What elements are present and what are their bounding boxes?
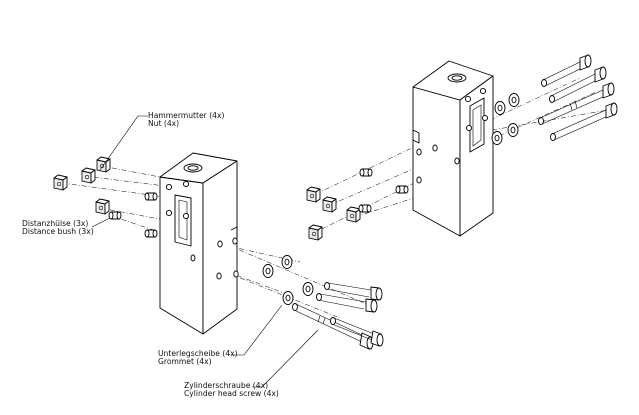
- left-hammer-nuts: [53, 156, 111, 215]
- label-hammer-nut-de: Hammermutter (4x): [148, 111, 224, 120]
- right-distance-bushes: [358, 168, 409, 213]
- label-washer-de: Unterlegscheibe (4x): [158, 349, 238, 358]
- right-mounting-block: [412, 60, 494, 237]
- label-washer-en: Grommet (4x): [158, 357, 212, 366]
- label-distance-bush-de: Distanzhülse (3x): [22, 219, 88, 228]
- leader-lines: [91, 115, 319, 388]
- left-distance-bushes: [108, 192, 158, 238]
- left-cylinder-screws: [292, 282, 384, 350]
- left-assembly: [53, 152, 384, 350]
- label-screw-en: Cylinder head screw (4x): [184, 389, 279, 398]
- right-washers: [491, 93, 520, 145]
- callout-labels: Hammermutter (4x) Nut (4x) Distanzhülse …: [22, 111, 279, 398]
- right-hammer-nuts: [306, 186, 361, 241]
- left-washers: [262, 255, 314, 305]
- right-cylinder-screws: [538, 54, 618, 141]
- right-assembly: [306, 54, 618, 241]
- label-distance-bush-en: Distance bush (3x): [22, 227, 94, 236]
- label-screw-de: Zylinderschraube (4x): [184, 381, 268, 390]
- left-mounting-block: [159, 152, 239, 335]
- label-hammer-nut-en: Nut (4x): [148, 119, 179, 128]
